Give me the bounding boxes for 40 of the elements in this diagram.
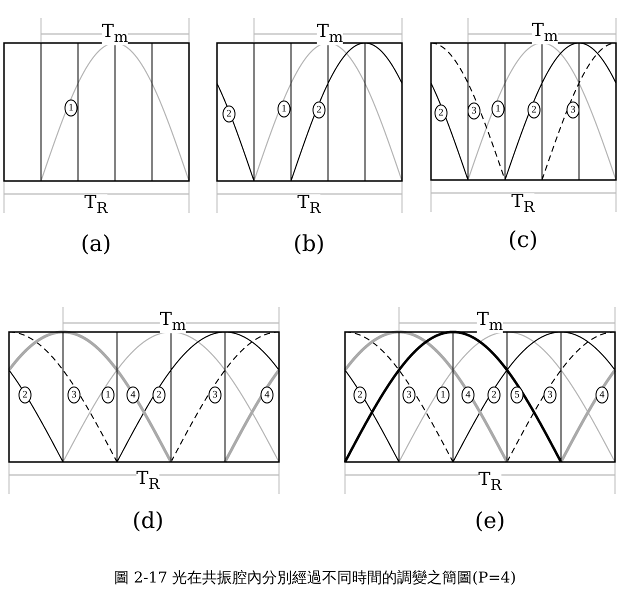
circled-number: 2 <box>528 102 540 118</box>
circled-number: 3 <box>208 386 222 404</box>
circled-number: 1 <box>492 100 504 118</box>
circled-number: 4 <box>126 386 140 404</box>
circled-number: 2 <box>18 386 32 404</box>
dimension-label: T$_{m}$ <box>102 23 128 45</box>
dimension-label: T$_{R}$ <box>511 193 535 215</box>
circled-number: 2 <box>152 386 166 404</box>
panel-label: (c) <box>508 230 538 252</box>
panel-label: (e) <box>474 511 506 533</box>
dimension-label: T$_{m}$ <box>476 311 504 333</box>
circled-number: 2 <box>222 106 236 122</box>
circled-number: 1 <box>278 100 290 118</box>
dimension-label: T$_{R}$ <box>84 194 108 216</box>
circled-number: 3 <box>68 386 80 404</box>
dimension-label: T$_{m}$ <box>316 23 344 45</box>
circled-number: 4 <box>462 386 474 404</box>
dimension-label: T$_{m}$ <box>532 22 558 44</box>
dimension-label: T$_{R}$ <box>297 194 321 216</box>
panel-label: (d) <box>132 511 164 533</box>
circled-number: 2 <box>434 104 448 122</box>
dimension-label: T$_{R}$ <box>136 470 160 492</box>
circled-number: 2 <box>354 386 366 404</box>
dimension-label: T$_{m}$ <box>160 311 186 333</box>
circled-number: 3 <box>468 102 480 120</box>
circled-number: 3 <box>566 102 580 118</box>
circled-number: 3 <box>544 386 556 404</box>
panel-label: (a) <box>80 234 112 256</box>
circled-number: 5 <box>510 386 524 404</box>
circled-number: 2 <box>488 386 500 404</box>
circled-number: 1 <box>436 386 450 404</box>
circled-number: 3 <box>402 386 416 404</box>
circled-number: 4 <box>596 386 608 404</box>
circled-number: 2 <box>312 102 326 118</box>
circled-number: 1 <box>102 386 114 404</box>
circled-number: 1 <box>64 100 78 116</box>
figure-caption: 圖 2-17 光在共振腔內分別經過不同時間的調變之簡圖(P=4) <box>114 570 516 586</box>
panel-label: (b) <box>293 234 325 256</box>
dimension-label: T$_{R}$ <box>478 471 502 493</box>
circled-number: 4 <box>260 386 274 404</box>
